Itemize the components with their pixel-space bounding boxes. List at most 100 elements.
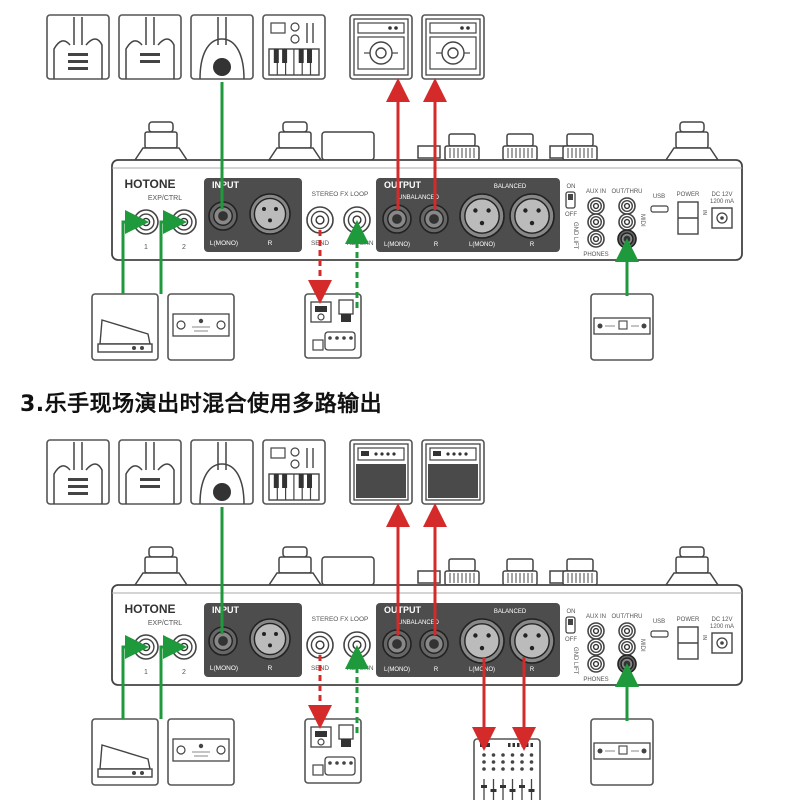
balanced-xlr-l <box>459 193 505 239</box>
top-footswitch <box>664 546 720 586</box>
fx-send-jack <box>306 206 334 234</box>
dc-label: DC 12V <box>711 192 732 198</box>
out-thru-label: OUT/THRU <box>612 189 643 195</box>
footswitch-line <box>159 210 187 294</box>
midi-controller-icon <box>590 718 654 786</box>
power-on-mark: IN <box>701 635 707 640</box>
output-label: OUTPUT <box>384 605 422 615</box>
switch-off-label: OFF <box>565 212 577 218</box>
mixer-icon <box>473 738 541 800</box>
keyboard-icon <box>262 439 326 505</box>
bal-l-label: L(MONO) <box>469 667 495 673</box>
exp-jack-2 <box>171 634 197 660</box>
input-combo-r <box>249 193 291 235</box>
gnd-lift-label: GND LIFT <box>572 647 578 675</box>
top-knob <box>562 558 598 586</box>
usb-label: USB <box>653 194 665 200</box>
phones-label: PHONES <box>583 252 608 258</box>
brand-logo: HOTONE <box>124 602 175 616</box>
phones-jack <box>587 638 605 656</box>
electric-guitar-icon <box>46 14 110 80</box>
gnd-lift-label: GND LIFT <box>572 222 578 250</box>
balanced-label: BALANCED <box>494 609 527 615</box>
output-jack-r <box>419 204 449 234</box>
usb-port <box>650 205 669 213</box>
exp-ctrl-label: EXP/CTRL <box>148 195 182 202</box>
power-label: POWER <box>677 617 700 623</box>
fx-return-label: RETURN <box>346 665 373 672</box>
exp-jack-1 <box>133 634 159 660</box>
switch-off-label: OFF <box>565 637 577 643</box>
expression-pedal-icon <box>91 718 159 786</box>
top-knob <box>502 558 538 586</box>
top-footswitch <box>133 546 189 586</box>
combo-amp-icon <box>421 439 485 505</box>
brand-logo: HOTONE <box>124 177 175 191</box>
exp-pedal-line <box>121 210 149 294</box>
aux-in-jack <box>587 622 605 640</box>
combo-amp-icon <box>349 439 413 505</box>
bass-guitar-icon <box>118 439 182 505</box>
fx-return-jack <box>343 206 371 234</box>
exp-jack-2 <box>171 209 197 235</box>
amp-head-icon <box>349 14 413 80</box>
input-jack-l <box>208 626 238 656</box>
acoustic-guitar-icon <box>190 14 254 80</box>
phones-jack-2 <box>587 230 605 248</box>
power-on-mark: IN <box>701 210 707 215</box>
input-label: INPUT <box>212 180 240 190</box>
out-r-label: R <box>434 667 439 673</box>
midi-in-jack <box>617 654 637 674</box>
top-footswitch <box>664 121 720 161</box>
out-thru-label: OUT/THRU <box>612 614 643 620</box>
keyboard-icon <box>262 14 326 80</box>
section-heading: 3.乐手现场演出时混合使用多路输出 <box>20 392 383 417</box>
top-tab <box>417 570 441 584</box>
midi-thru-jack <box>618 213 636 231</box>
fx-return-jack <box>343 631 371 659</box>
dc-jack-pin <box>720 641 724 645</box>
usb-port <box>650 630 669 638</box>
top-footswitch <box>133 121 189 161</box>
input-l-label: L(MONO) <box>210 240 238 247</box>
fx-pedal-icon <box>304 718 362 784</box>
phones-jack <box>587 213 605 231</box>
bal-r-label: R <box>530 242 535 248</box>
phones-label: PHONES <box>583 677 608 683</box>
output-jack-r <box>419 629 449 659</box>
top-knob <box>444 133 480 161</box>
input-jack-l <box>208 201 238 231</box>
ma-label: 1200 mA <box>710 624 734 630</box>
out-l-label: L(MONO) <box>384 242 410 248</box>
midi-out-jack <box>618 197 636 215</box>
top-display-block <box>321 131 375 161</box>
ma-label: 1200 mA <box>710 199 734 205</box>
output-label: OUTPUT <box>384 180 422 190</box>
top-knob <box>444 558 480 586</box>
midi-label: MIDI <box>639 639 645 652</box>
top-display-block <box>321 556 375 586</box>
balanced-label: BALANCED <box>494 184 527 190</box>
midi-controller-icon <box>590 293 654 361</box>
power-label: POWER <box>677 192 700 198</box>
fx-pedal-icon <box>304 293 362 359</box>
midi-out-jack <box>618 622 636 640</box>
electric-guitar-icon <box>46 439 110 505</box>
top-tab <box>417 145 441 159</box>
balanced-xlr-r <box>509 618 555 664</box>
switch-on-label: ON <box>567 609 576 615</box>
aux-in-label: AUX IN <box>586 189 606 195</box>
amp-head-icon <box>421 14 485 80</box>
top-knob <box>502 133 538 161</box>
top-footswitch <box>267 546 323 586</box>
exp-2-label: 2 <box>182 669 186 676</box>
footswitch-icon <box>167 293 235 361</box>
bal-r-label: R <box>530 667 535 673</box>
usb-label: USB <box>653 619 665 625</box>
exp-1-label: 1 <box>144 669 148 676</box>
out-l-label: L(MONO) <box>384 667 410 673</box>
out-r-label: R <box>434 242 439 248</box>
output-jack-l <box>382 629 412 659</box>
bass-guitar-icon <box>118 14 182 80</box>
